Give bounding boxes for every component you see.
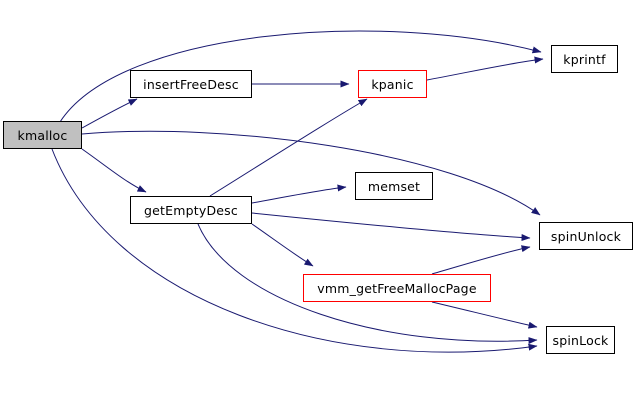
node-kpanic[interactable]: kpanic bbox=[358, 70, 427, 98]
node-vmm_getFreeMallocPage[interactable]: vmm_getFreeMallocPage bbox=[303, 274, 491, 302]
edge-kmalloc-to-spinLock bbox=[51, 148, 538, 353]
edge-vmm_getFreeMallocPage-to-spinUnlock bbox=[431, 245, 531, 275]
edge-kmalloc-to-getEmptyDesc bbox=[81, 148, 147, 193]
edge-getEmptyDesc-to-kpanic bbox=[209, 98, 368, 197]
edge-kmalloc-to-spinUnlock bbox=[81, 130, 541, 216]
node-spinUnlock[interactable]: spinUnlock bbox=[539, 222, 633, 250]
edge-kpanic-to-kprintf bbox=[426, 56, 544, 81]
edge-kmalloc-to-insertFreeDesc bbox=[81, 98, 138, 129]
node-spinLock[interactable]: spinLock bbox=[546, 326, 615, 354]
edge-kmalloc-to-kprintf bbox=[59, 30, 542, 123]
graph-edges bbox=[51, 30, 544, 353]
node-label: getEmptyDesc bbox=[144, 202, 238, 218]
node-label: spinUnlock bbox=[550, 228, 622, 244]
node-label: kpanic bbox=[371, 76, 414, 92]
node-kmalloc[interactable]: kmalloc bbox=[3, 121, 82, 149]
node-label: kmalloc bbox=[17, 127, 68, 143]
node-getEmptyDesc[interactable]: getEmptyDesc bbox=[130, 196, 252, 224]
edge-getEmptyDesc-to-vmm_getFreeMallocPage bbox=[251, 223, 314, 267]
edge-getEmptyDesc-to-memset bbox=[251, 184, 347, 204]
node-label: insertFreeDesc bbox=[143, 76, 239, 92]
edge-getEmptyDesc-to-spinUnlock bbox=[251, 212, 531, 242]
edge-getEmptyDesc-to-spinLock bbox=[197, 223, 538, 345]
node-label: memset bbox=[367, 178, 421, 194]
node-memset[interactable]: memset bbox=[355, 172, 433, 200]
edge-vmm_getFreeMallocPage-to-spinLock bbox=[431, 301, 538, 329]
node-kprintf[interactable]: kprintf bbox=[551, 45, 618, 73]
node-label: kprintf bbox=[563, 51, 606, 67]
node-label: vmm_getFreeMallocPage bbox=[317, 280, 477, 296]
node-insertFreeDesc[interactable]: insertFreeDesc bbox=[130, 70, 252, 98]
node-label: spinLock bbox=[552, 332, 609, 348]
